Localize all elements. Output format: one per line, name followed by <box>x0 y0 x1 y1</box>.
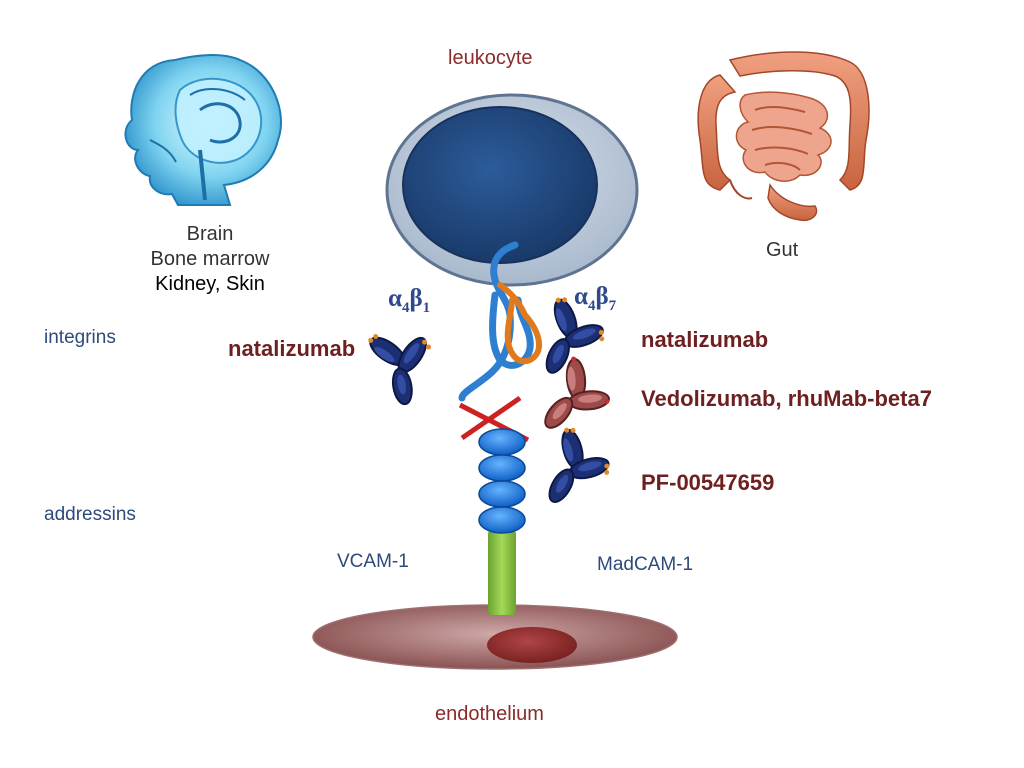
beta-symbol: β <box>409 285 423 312</box>
madcam-label: MadCAM-1 <box>597 554 694 575</box>
organ-bone-marrow-label: Bone marrow <box>150 248 270 270</box>
alpha-subscript: 4 <box>587 298 596 314</box>
alpha-subscript: 4 <box>401 300 410 316</box>
antibody-icon <box>361 315 449 413</box>
alpha-symbol: α <box>574 283 588 310</box>
intestine-icon <box>697 51 870 222</box>
drug-natalizumab-left: natalizumab <box>228 336 356 361</box>
leukocyte-label: leukocyte <box>448 47 533 69</box>
integrin-a4b7-label: α4β7 <box>574 283 616 315</box>
addressin-stalk <box>488 530 516 615</box>
leukocyte-cell <box>385 93 639 287</box>
endothelium-cell <box>312 604 678 670</box>
brain-icon <box>124 54 282 206</box>
organ-gut-label: Gut <box>766 239 799 261</box>
alpha-symbol: α <box>388 285 402 312</box>
organ-kidney-skin-label: Kidney, Skin <box>155 273 265 295</box>
addressins-label: addressins <box>44 504 136 525</box>
beta-subscript: 7 <box>608 298 617 314</box>
beta-symbol: β <box>595 283 609 310</box>
drug-vedolizumab: Vedolizumab, rhuMab-beta7 <box>641 386 932 411</box>
drug-pf-00547659: PF-00547659 <box>641 470 775 495</box>
addressin-domains <box>478 428 526 534</box>
vcam-label: VCAM-1 <box>337 551 409 572</box>
drug-natalizumab-right: natalizumab <box>641 327 769 352</box>
antibody-icon <box>530 349 626 452</box>
integrin-a4b1-label: α4β1 <box>388 285 430 317</box>
endothelium-label: endothelium <box>435 703 544 725</box>
integrins-label: integrins <box>44 327 116 348</box>
integrin-strands <box>458 241 542 402</box>
organ-brain-label: Brain <box>186 223 234 245</box>
organ-list-left: Brain Bone marrow Kidney, Skin <box>130 223 290 296</box>
beta-subscript: 1 <box>422 300 431 316</box>
antibody-icon <box>534 421 622 520</box>
